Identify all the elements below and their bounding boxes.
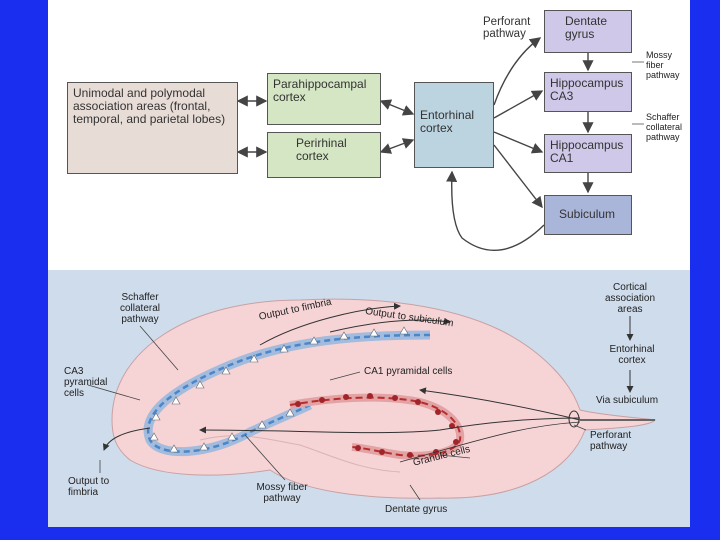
hippocampus-ca1-box: Hippocampus CA1 — [544, 134, 632, 173]
parahippocampal-cortex-box: Parahippocampal cortex — [267, 73, 381, 125]
dentate-gyrus-label: Dentate gyrus — [565, 14, 608, 41]
schaffer-collateral-label: Schaffer collateral pathway — [119, 292, 161, 325]
subiculum-label: Subiculum — [559, 207, 616, 221]
perforant-pathway-anatomy-label: Perforant pathway — [590, 430, 632, 452]
association-areas-box: Unimodal and polymodal association areas… — [67, 82, 238, 174]
perforant-pathway-label: Perforant pathway — [483, 16, 531, 40]
schaffer-collateral-pathway-label: Schaffer collateral pathway — [646, 112, 683, 142]
dentate-gyrus-anatomy-label: Dentate gyrus — [385, 504, 448, 515]
perirhinal-cortex-box: Perirhinal cortex — [267, 132, 381, 178]
parahippocampal-cortex-label: Parahippocampal cortex — [273, 77, 367, 104]
ca1-pyramidal-cells-label: CA1 pyramidal cells — [364, 366, 453, 377]
via-subiculum-label: Via subiculum — [596, 395, 659, 406]
hippocampus-ca3-box: Hippocampus CA3 — [544, 72, 632, 112]
slide-left-border — [0, 0, 48, 540]
mossy-fiber-label: Mossy fiber pathway — [256, 482, 308, 504]
mossy-fiber-pathway-label: Mossy fiber pathway — [646, 50, 680, 80]
entorhinal-cortex-label: Entorhinal cortex — [420, 108, 475, 135]
entorhinal-cortex-box: Entorhinal cortex — [414, 82, 494, 168]
slide-bottom-border — [0, 527, 720, 540]
output-to-fimbria-bottom-label: Output to fimbria — [68, 476, 110, 498]
subiculum-box: Subiculum — [544, 195, 632, 235]
cortical-association-label: Cortical association areas — [604, 282, 656, 315]
hippocampus-ca3-label: Hippocampus CA3 — [550, 76, 624, 103]
slide-right-border — [690, 0, 720, 540]
hippocampus-ca1-label: Hippocampus CA1 — [550, 138, 624, 165]
entorhinal-cortex-anatomy-label: Entorhinal cortex — [609, 344, 655, 366]
dentate-gyrus-box: Dentate gyrus — [544, 10, 632, 53]
perirhinal-cortex-label: Perirhinal cortex — [296, 136, 347, 163]
association-areas-label: Unimodal and polymodal association areas… — [73, 86, 226, 126]
ca3-pyramidal-cells-label: CA3 pyramidal cells — [64, 366, 108, 399]
